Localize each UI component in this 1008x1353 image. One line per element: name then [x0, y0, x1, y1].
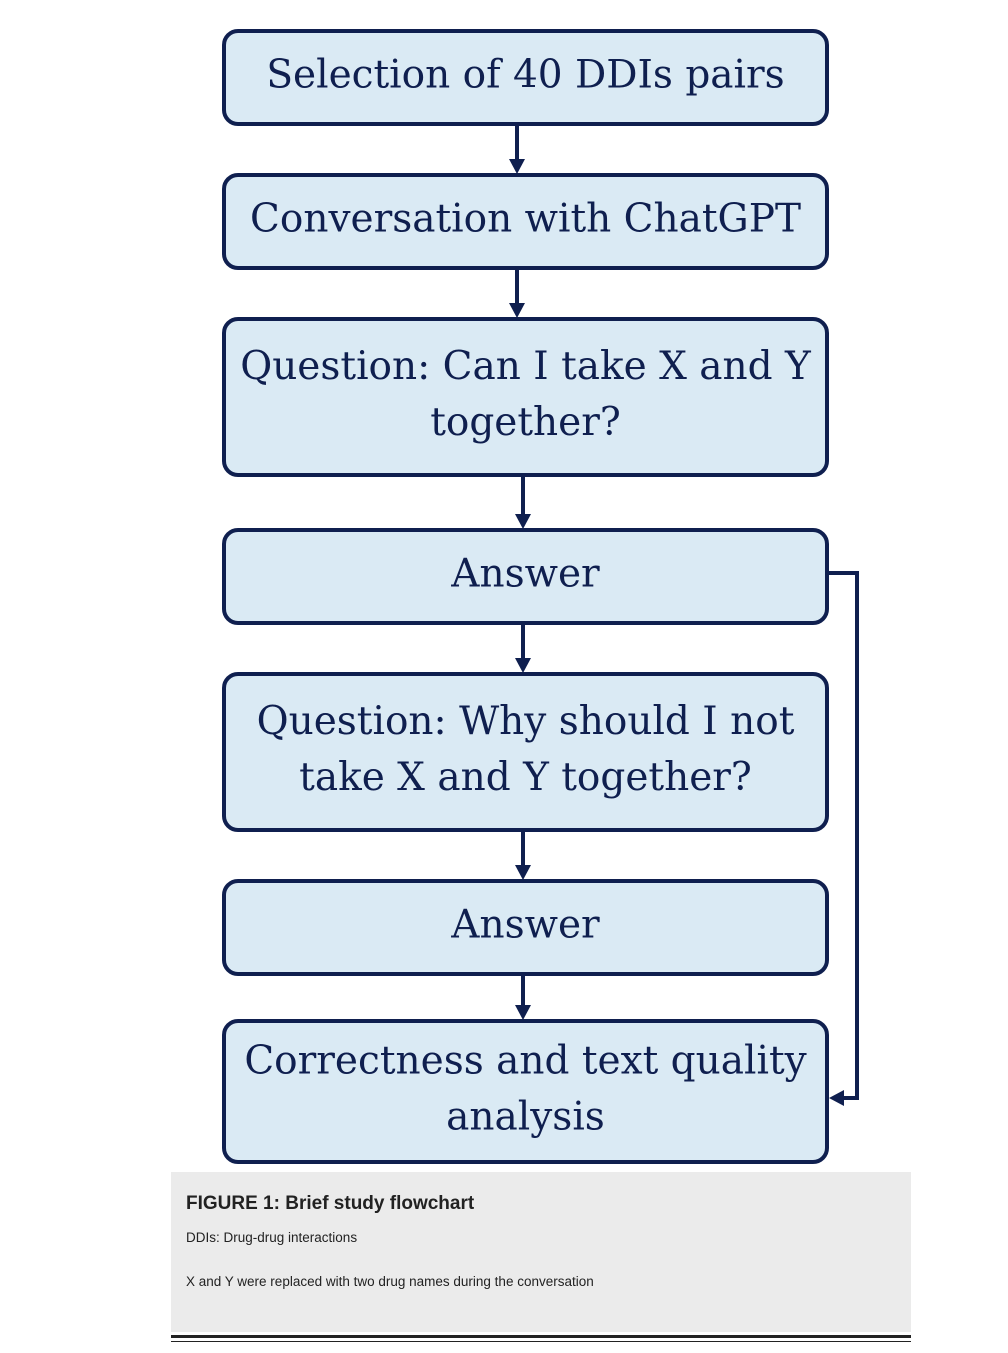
flow-step-label: analysis: [446, 1095, 605, 1140]
flow-step-label: Answer: [450, 903, 600, 948]
flowchart-connectors: [509, 124, 859, 1106]
flow-arrow-head-4: [515, 658, 531, 673]
caption-rule-thick: [171, 1335, 911, 1338]
flow-step-label: Correctness and text quality: [244, 1039, 806, 1084]
side-connector-arrow-head: [829, 1090, 844, 1106]
flow-step-5: Question: Why should I not take X and Y t…: [222, 672, 829, 832]
flow-step-box: [222, 528, 829, 625]
flow-arrow-head-5: [515, 865, 531, 880]
flow-arrow-head-2: [509, 303, 525, 318]
flow-step-7: Correctness and text quality analysis: [222, 1019, 829, 1164]
flow-step-label: together?: [430, 400, 621, 445]
caption-title: FIGURE 1: Brief study flowchart: [186, 1193, 475, 1214]
caption-abbreviation-note: DDIs: Drug-drug interactions: [186, 1230, 358, 1245]
flow-step-4: Answer: [222, 528, 829, 625]
caption-rule-thin: [171, 1341, 911, 1342]
flow-step-box: [222, 173, 829, 270]
flow-step-label: Question: Why should I not: [257, 699, 795, 744]
flow-step-box: [222, 317, 829, 477]
flow-step-label: Conversation with ChatGPT: [250, 197, 801, 242]
flow-arrow-head-6: [515, 1005, 531, 1020]
flow-step-box: [222, 1019, 829, 1164]
flow-step-6: Answer: [222, 879, 829, 976]
flow-step-label: take X and Y together?: [299, 755, 752, 800]
figure-caption: FIGURE 1: Brief study flowchart DDIs: Dr…: [171, 1172, 911, 1332]
flow-step-label: Answer: [450, 552, 600, 597]
flow-step-box: [222, 29, 829, 126]
flow-step-2: Conversation with ChatGPT: [222, 173, 829, 270]
caption-placeholder-note: X and Y were replaced with two drug name…: [186, 1274, 594, 1289]
flow-step-box: [222, 672, 829, 832]
flow-step-label: Question: Can I take X and Y: [240, 344, 812, 389]
flow-step-label: Selection of 40 DDIs pairs: [266, 53, 784, 98]
flow-step-1: Selection of 40 DDIs pairs: [222, 29, 829, 126]
flow-step-box: [222, 879, 829, 976]
flow-step-3: Question: Can I take X and Y together?: [222, 317, 829, 477]
flow-arrow-head-3: [515, 514, 531, 529]
flow-arrow-head-1: [509, 159, 525, 174]
